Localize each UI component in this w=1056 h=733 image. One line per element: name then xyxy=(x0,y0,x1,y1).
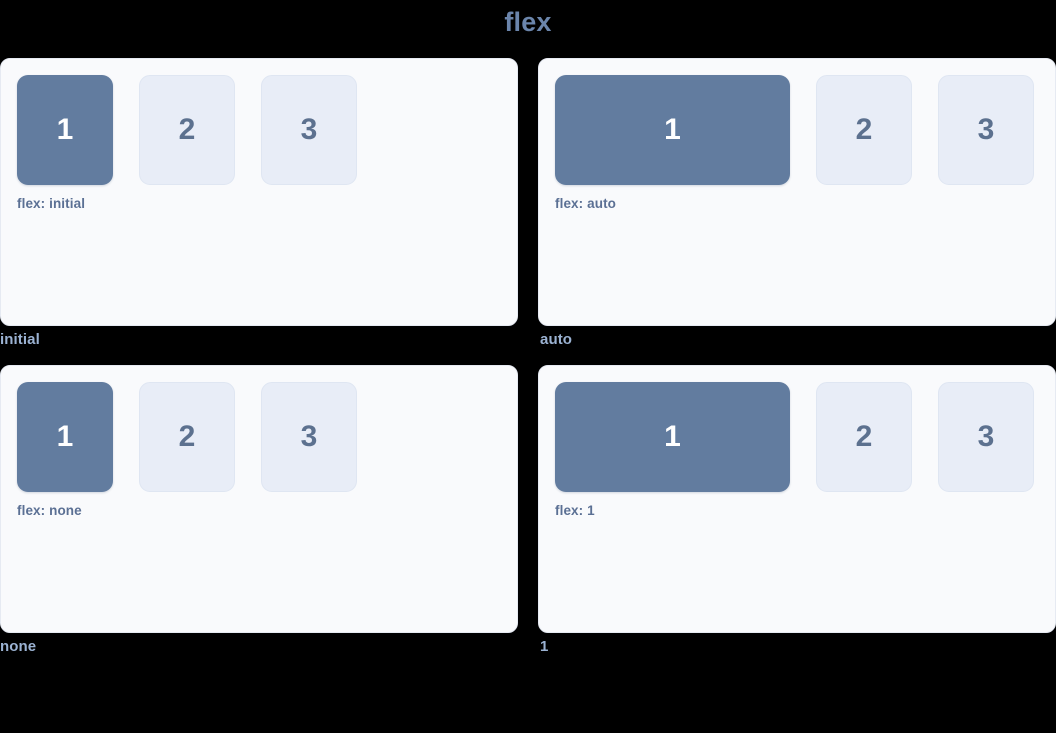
flex-container-initial: 1 2 3 xyxy=(17,75,501,185)
demo-panel-initial: 1 2 3 flex: initial xyxy=(0,58,518,326)
demo-label-auto: auto xyxy=(540,331,573,348)
panel-caption: flex: initial xyxy=(17,196,86,211)
flex-container-none: 1 2 3 xyxy=(17,382,501,492)
flex-item-2: 2 xyxy=(139,75,235,185)
flex-item-2: 2 xyxy=(816,382,912,492)
demo-cell-initial: 1 2 3 flex: initial initial xyxy=(0,58,518,350)
flex-item-1: 1 xyxy=(555,75,790,185)
flex-item-1: 1 xyxy=(17,75,113,185)
flex-item-1: 1 xyxy=(555,382,790,492)
demo-label-one: 1 xyxy=(540,638,549,655)
demo-label-initial: initial xyxy=(0,331,40,348)
demo-panel-none: 1 2 3 flex: none xyxy=(0,365,518,633)
flex-item-3: 3 xyxy=(938,75,1034,185)
panel-caption: flex: none xyxy=(17,503,82,518)
flex-item-3: 3 xyxy=(261,382,357,492)
flex-item-3: 3 xyxy=(261,75,357,185)
flex-item-1: 1 xyxy=(17,382,113,492)
demo-panel-one: 1 2 3 flex: 1 xyxy=(538,365,1056,633)
demo-cell-one: 1 2 3 flex: 1 1 xyxy=(538,365,1056,657)
demo-grid: 1 2 3 flex: initial initial 1 2 3 flex: … xyxy=(0,58,1056,657)
page-title: flex xyxy=(504,7,552,37)
panel-caption: flex: 1 xyxy=(555,503,595,518)
flex-item-3: 3 xyxy=(938,382,1034,492)
demo-cell-none: 1 2 3 flex: none none xyxy=(0,365,518,657)
demo-panel-auto: 1 2 3 flex: auto xyxy=(538,58,1056,326)
panel-caption: flex: auto xyxy=(555,196,617,211)
demo-cell-auto: 1 2 3 flex: auto auto xyxy=(538,58,1056,350)
flex-container-auto: 1 2 3 xyxy=(555,75,1039,185)
demo-label-none: none xyxy=(0,638,37,655)
flex-item-2: 2 xyxy=(816,75,912,185)
flex-container-one: 1 2 3 xyxy=(555,382,1039,492)
flex-item-2: 2 xyxy=(139,382,235,492)
